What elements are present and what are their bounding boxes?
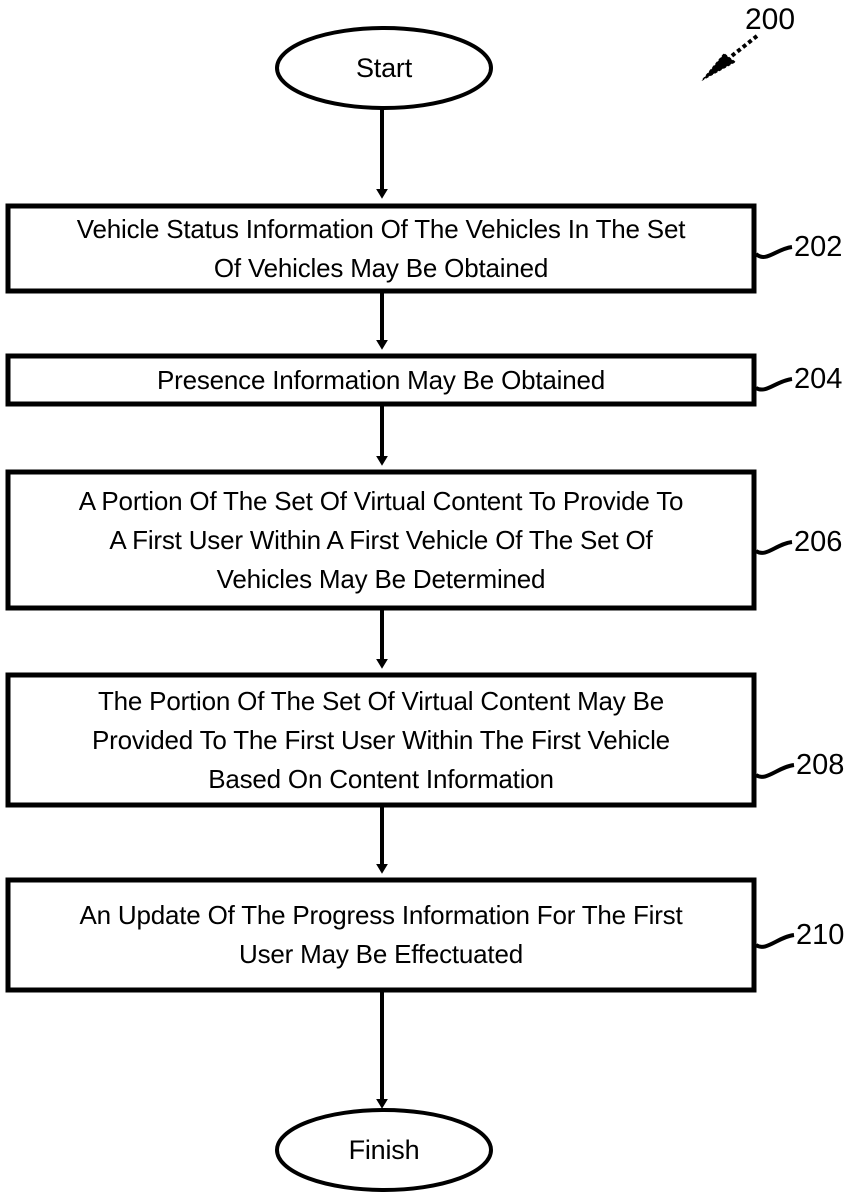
leader-line-208 <box>754 763 795 779</box>
ref-number-202: 202 <box>794 231 843 263</box>
node-204-shape <box>5 353 757 407</box>
node-start-shape <box>275 26 493 110</box>
node-208-shape <box>5 672 757 808</box>
ref-number-206: 206 <box>794 526 843 558</box>
node-202-shape <box>5 203 757 294</box>
leader-line-206 <box>754 540 793 555</box>
figure-pointer-arrow-icon <box>699 34 759 83</box>
node-206-shape <box>5 469 757 611</box>
node-finish-shape <box>275 1108 493 1192</box>
ref-number-204: 204 <box>794 363 843 395</box>
leader-line-204 <box>754 377 793 392</box>
ref-number-208: 208 <box>796 749 845 781</box>
leader-line-210 <box>754 933 795 949</box>
ref-number-210: 210 <box>796 919 845 951</box>
leader-line-202 <box>754 245 793 259</box>
node-210-shape <box>5 877 757 993</box>
figure-number: 200 <box>745 3 796 36</box>
